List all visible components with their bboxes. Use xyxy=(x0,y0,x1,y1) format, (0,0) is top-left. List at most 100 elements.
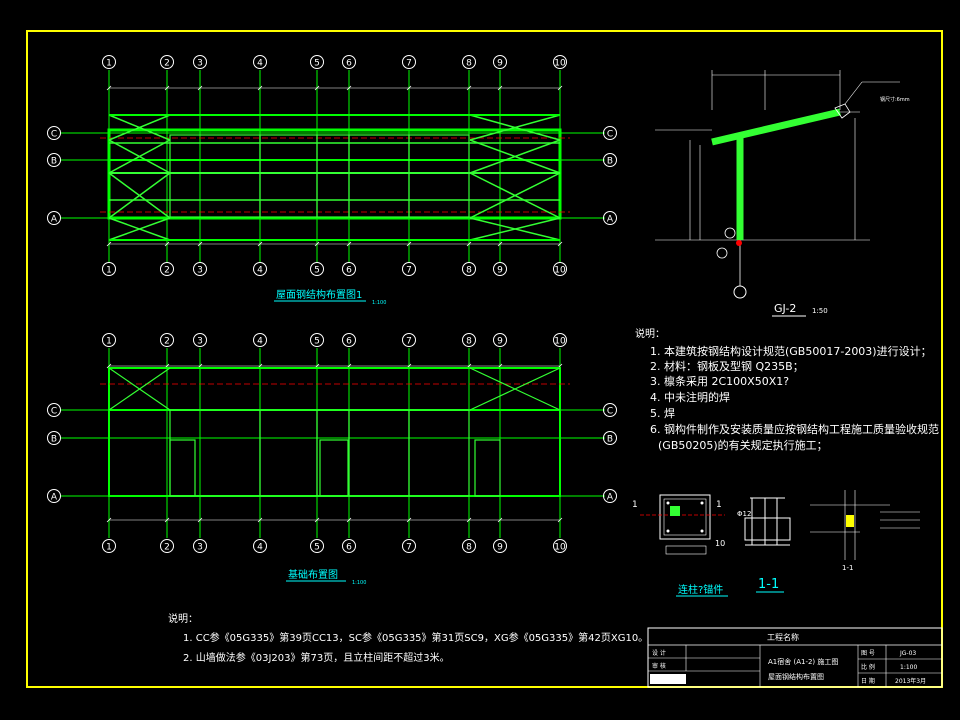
notes-right: 说明： 1. 本建筑按钢结构设计规范(GB50017-2003)进行设计； 2.… xyxy=(635,327,939,452)
dimension-tick xyxy=(257,241,263,247)
grid-bubble-label: A xyxy=(51,493,58,503)
dimension-tick xyxy=(406,85,412,91)
grid-bubble-col: 1 xyxy=(102,539,116,553)
grid-bubble-label: 8 xyxy=(466,337,472,347)
bottom-plan-title: 基础布置图 xyxy=(288,568,338,581)
dimension-tick xyxy=(164,85,170,91)
grid-bubble-label: 9 xyxy=(497,337,503,347)
grid-bubble-label: 6 xyxy=(346,337,352,347)
notes-right-line: 5. 焊 xyxy=(650,406,675,420)
dimension-tick xyxy=(346,517,352,523)
grid-bubble-col: 8 xyxy=(462,539,476,553)
title-block-project-name: 工程名称 xyxy=(767,632,799,642)
notes-right-line: 2. 材料：钢板及型钢 Q235B； xyxy=(650,359,804,373)
dimension-tick xyxy=(106,85,112,91)
title-block-signature-box xyxy=(650,674,686,684)
grid-bubble-col: 9 xyxy=(493,333,507,347)
grid-bubble-col: 1 xyxy=(102,55,116,69)
grid-bubble-col: 2 xyxy=(160,262,174,276)
grid-bubble-row: B xyxy=(47,153,61,167)
bottom-plan-rooms xyxy=(169,409,501,497)
grid-bubble-label: 5 xyxy=(314,337,320,347)
bottom-plan-outline xyxy=(108,367,561,497)
dimension-tick xyxy=(164,517,170,523)
grid-bubble-label: 2 xyxy=(164,543,170,553)
grid-bubble-label: 3 xyxy=(197,59,203,69)
notes-right-heading: 说明： xyxy=(635,327,665,340)
grid-bubble-col: 8 xyxy=(462,262,476,276)
grid-bubble-label: 10 xyxy=(554,266,566,276)
grid-bubble-col: 9 xyxy=(493,55,507,69)
bolt-hole xyxy=(666,529,670,533)
notes-right-line: (GB50205)的有关规定执行施工； xyxy=(658,438,828,452)
grid-bubble-row: A xyxy=(603,489,617,503)
grid-bubble-col: 4 xyxy=(253,539,267,553)
column-node-detail xyxy=(810,490,920,560)
bolt-hole xyxy=(700,501,704,505)
dimension-tick xyxy=(164,241,170,247)
notes-right-line: 1. 本建筑按钢结构设计规范(GB50017-2003)进行设计； xyxy=(650,344,932,358)
dimension-tick xyxy=(557,517,563,523)
frame-label: GJ-2 xyxy=(774,302,796,315)
dimension-tick xyxy=(557,241,563,247)
grid-bubble-label: C xyxy=(51,130,57,140)
dimension-tick xyxy=(197,241,203,247)
grid-bubble-label: C xyxy=(607,407,613,417)
notes-right-line: 4. 中未注明的焊 xyxy=(650,390,730,404)
dimension-tick xyxy=(314,517,320,523)
dimension-tick xyxy=(197,85,203,91)
grid-bubble-col: 7 xyxy=(402,539,416,553)
grid-bubble-col: 5 xyxy=(310,333,324,347)
grid-bubble-label: 5 xyxy=(314,266,320,276)
connection-mark-10: 10 xyxy=(715,539,725,548)
grid-bubble-col: 6 xyxy=(342,262,356,276)
grid-bubble-col: 1 xyxy=(102,262,116,276)
grid-bubble-label: 9 xyxy=(497,266,503,276)
grid-bubble-col: 8 xyxy=(462,333,476,347)
dimension-tick xyxy=(466,241,472,247)
grid-bubble-col: 3 xyxy=(193,55,207,69)
frame-base-point xyxy=(736,240,742,246)
grid-bubble-label: 4 xyxy=(257,337,263,347)
grid-bubble-col: 10 xyxy=(553,333,567,347)
top-plan-bracing xyxy=(108,114,561,241)
grid-bubble-label: 1 xyxy=(106,543,112,553)
dimension-tick xyxy=(497,85,503,91)
title-block-date: 2013年3月 xyxy=(895,677,926,685)
sheet-border xyxy=(26,30,943,688)
grid-bubble-col: 3 xyxy=(193,333,207,347)
notes-bottom-line: 2. 山墙做法参《03J203》第73页，且立柱间距不超过3米。 xyxy=(183,651,450,664)
grid-bubble-label: 4 xyxy=(257,543,263,553)
title-block-label-drawing-no: 图 号 xyxy=(861,650,875,657)
grid-bubble-label: 9 xyxy=(497,59,503,69)
title-block-label-scale: 比 例 xyxy=(861,663,875,671)
grid-bubble-label: 8 xyxy=(466,266,472,276)
dimension-tick xyxy=(497,517,503,523)
grid-bubble-label: 6 xyxy=(346,266,352,276)
grid-bubble-col: 4 xyxy=(253,333,267,347)
grid-bubble-label: 5 xyxy=(314,543,320,553)
grid-bubble-label: 3 xyxy=(197,337,203,347)
bolt-hole xyxy=(666,501,670,505)
grid-bubble-row: C xyxy=(47,403,61,417)
grid-bubble-row: A xyxy=(47,211,61,225)
grid-bubble-label: 10 xyxy=(554,543,566,553)
notes-right-line: 6. 钢构件制作及安装质量应按钢结构工程施工质量验收规范 xyxy=(650,422,939,436)
title-block-frame xyxy=(647,627,943,688)
base-plate-dim xyxy=(665,545,707,555)
grid-bubble-label: 6 xyxy=(346,543,352,553)
grid-bubble-label: 7 xyxy=(406,543,412,553)
connection-detail: 1 1 10 连柱?锚件 Φ12 1-1 1-1 xyxy=(632,490,920,597)
dimension-tick xyxy=(557,85,563,91)
grid-bubble-label: 7 xyxy=(406,337,412,347)
connection-mark-dia: Φ12 xyxy=(737,510,751,518)
dimension-tick xyxy=(314,241,320,247)
grid-bubble-label: 4 xyxy=(257,266,263,276)
notes-bottom-heading: 说明： xyxy=(168,612,198,625)
grid-bubble-row: A xyxy=(603,211,617,225)
grid-bubble-label: 3 xyxy=(197,266,203,276)
grid-bubble-col: 2 xyxy=(160,55,174,69)
